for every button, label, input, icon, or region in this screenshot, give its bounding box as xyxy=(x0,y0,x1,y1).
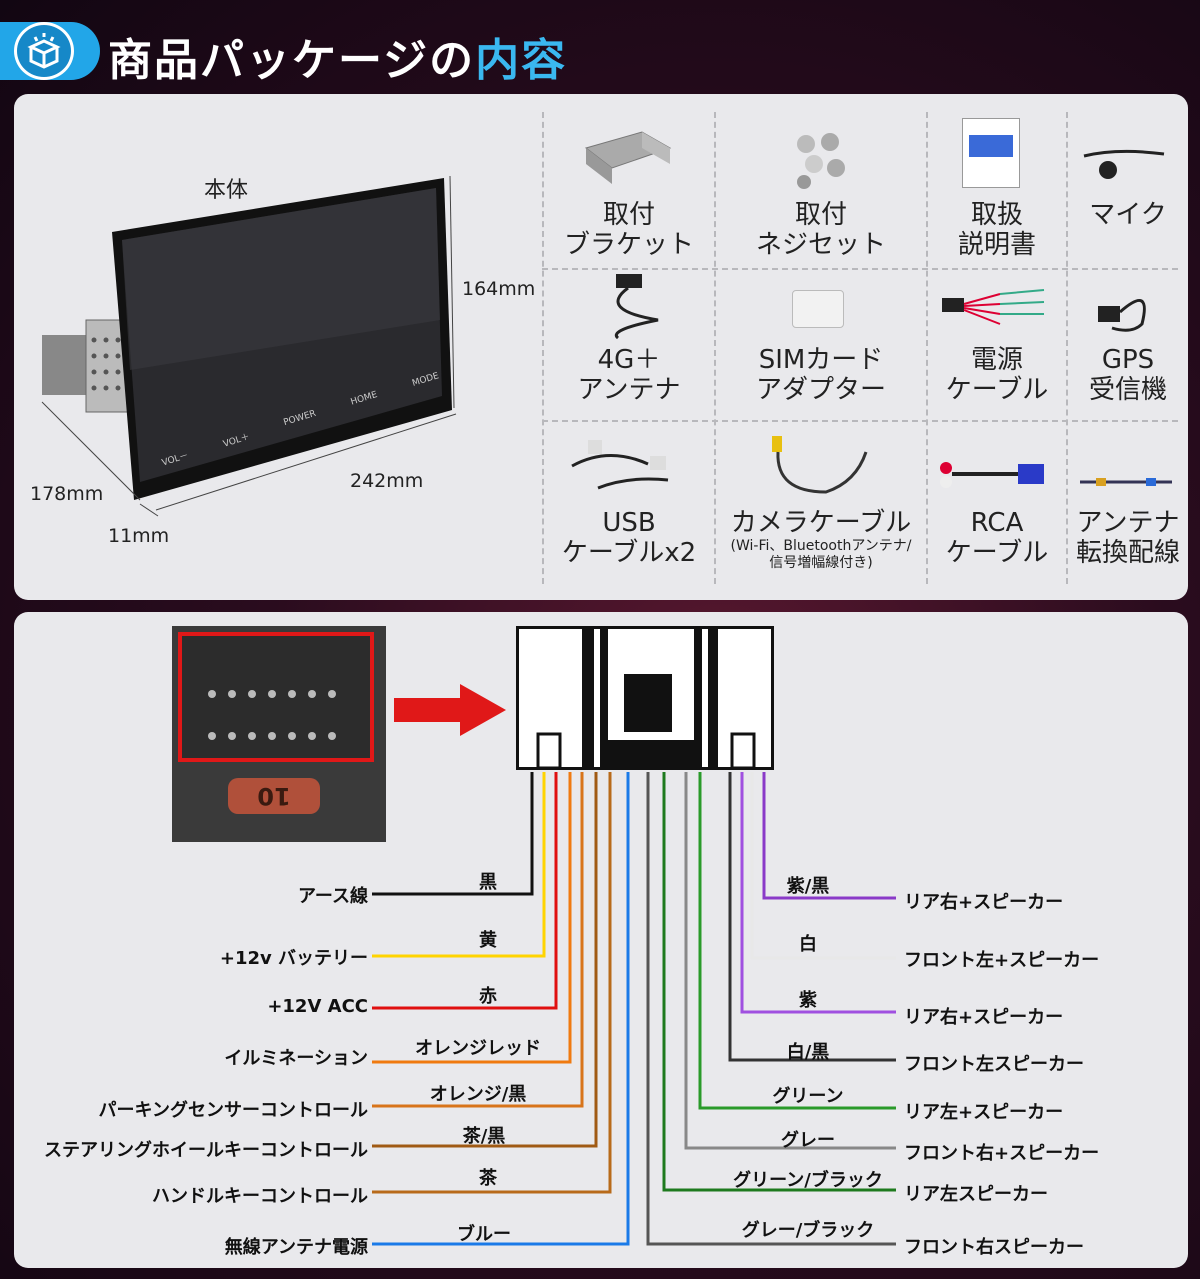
box-icon xyxy=(14,22,74,80)
item-sublabel: (Wi-Fi、Bluetoothアンテナ/ 信号増幅線付き) xyxy=(730,538,912,571)
grid-divider xyxy=(926,112,928,584)
main-unit: VOL－ VOL＋ POWER HOME MODE xyxy=(30,170,550,560)
wire-function-label: パーキングセンサーコントロール xyxy=(98,1100,368,1121)
wire-color-label: 茶 xyxy=(479,1168,497,1189)
wire-color-label: グリーン xyxy=(772,1086,844,1107)
microphone-icon xyxy=(1078,144,1168,188)
wire-right xyxy=(698,772,896,1110)
wire-color-label: 茶/黒 xyxy=(462,1126,506,1147)
grid-divider xyxy=(542,112,544,584)
wire-color-label: オレンジレッド xyxy=(415,1038,541,1059)
wire-left xyxy=(372,772,612,1194)
connector-highlight xyxy=(178,632,374,762)
manual-icon xyxy=(962,118,1020,188)
item-label: 取付 ネジセット xyxy=(755,200,886,260)
wire-left xyxy=(372,772,598,1148)
wire-right xyxy=(762,772,896,900)
grid-divider xyxy=(542,268,1178,270)
item-label: GPS 受信機 xyxy=(1088,345,1167,405)
wire-color-label: 白 xyxy=(799,934,817,955)
item-label: 取扱 説明書 xyxy=(957,200,1036,260)
wire-function-label: ハンドルキーコントロール xyxy=(152,1186,368,1207)
wire-function-label: リア右+スピーカー xyxy=(904,1007,1064,1028)
wire-right xyxy=(646,772,896,1246)
wire-color-label: グレー xyxy=(781,1130,835,1151)
item-label: SIMカード アダプター xyxy=(755,345,886,405)
wire-right xyxy=(684,772,896,1150)
item-label: USB ケーブルx2 xyxy=(561,508,697,568)
wire-function-label: フロント左+スピーカー xyxy=(904,950,1100,971)
wire-left xyxy=(372,772,584,1108)
wire-right xyxy=(662,772,896,1192)
wire-function-label: 無線アンテナ電源 xyxy=(224,1237,368,1258)
wire-function-label: +12v バッテリー xyxy=(219,948,368,969)
wire-left xyxy=(372,772,630,1246)
grid-divider xyxy=(1066,112,1068,584)
screws-icon xyxy=(790,130,854,194)
antenna-adapter-icon xyxy=(1076,470,1176,498)
wire-color-label: ブルー xyxy=(457,1224,511,1245)
dim-width: 242mm xyxy=(350,470,424,492)
wire-left xyxy=(372,772,534,896)
wire-color-label: 赤 xyxy=(479,986,497,1007)
wire-function-label: フロント左スピーカー xyxy=(904,1054,1084,1075)
item-label: マイク xyxy=(1089,200,1167,230)
wire-color-label: 白/黒 xyxy=(786,1042,830,1063)
wire-right xyxy=(740,772,896,1014)
wire-left xyxy=(372,772,558,1010)
wire-color-label: グレー/ブラック xyxy=(741,1220,875,1241)
wire-color-label: 紫 xyxy=(799,990,817,1011)
wire-right xyxy=(750,772,896,960)
item-label: アンテナ 転換配線 xyxy=(1075,508,1180,568)
dim-depth: 178mm xyxy=(30,483,104,505)
wire-function-label: リア左スピーカー xyxy=(904,1184,1048,1205)
wire-function-label: リア右+スピーカー xyxy=(904,892,1064,913)
power-cable-icon xyxy=(940,284,1050,338)
wire-function-label: ステアリングホイールキーコントロール xyxy=(44,1140,368,1161)
page-title: 商品パッケージの内容 xyxy=(108,35,568,86)
wire-color-label: グリーン/ブラック xyxy=(733,1170,883,1191)
wire-left xyxy=(372,772,546,958)
wire-function-label: +12V ACC xyxy=(267,996,368,1017)
item-label: 取付 ブラケット xyxy=(563,200,694,260)
gps-icon xyxy=(1092,284,1162,338)
wire-color-label: オレンジ/黒 xyxy=(429,1084,527,1105)
item-label: 電源 ケーブル xyxy=(945,345,1049,405)
camera-cable-icon xyxy=(766,432,876,502)
left-wire-labels: アース線 +12v バッテリー +12V ACC イルミネーション パーキングセ… xyxy=(0,0,368,1279)
wire-function-label: アース線 xyxy=(297,886,368,907)
antenna-icon xyxy=(588,270,678,344)
dim-height: 164mm xyxy=(462,278,536,300)
grid-divider xyxy=(714,112,716,584)
connector-diagram xyxy=(516,626,774,770)
arrow-right-icon xyxy=(394,680,510,744)
wire-left xyxy=(372,772,572,1064)
sim-adapter-icon xyxy=(792,290,844,328)
usb-cable-icon xyxy=(568,436,678,500)
wire-right xyxy=(728,772,896,1062)
dim-thickness: 11mm xyxy=(108,525,170,547)
wire-function-label: リア左+スピーカー xyxy=(904,1102,1064,1123)
item-label: カメラケーブル xyxy=(730,508,912,538)
wire-color-label: 黄 xyxy=(479,930,497,951)
rca-cable-icon xyxy=(938,458,1058,502)
wire-function-label: フロント右スピーカー xyxy=(904,1237,1084,1258)
connector-photo: 10 xyxy=(172,626,386,842)
header: 商品パッケージの内容 xyxy=(0,0,1200,90)
item-label: 4G＋ アンテナ xyxy=(577,345,681,405)
bracket-icon xyxy=(582,128,674,192)
grid-divider xyxy=(542,420,1178,422)
wire-function-label: フロント右+スピーカー xyxy=(904,1143,1100,1164)
wire-function-label: イルミネーション xyxy=(224,1048,368,1069)
wire-color-label: 紫/黒 xyxy=(786,876,830,897)
item-label: RCA ケーブル xyxy=(945,508,1049,568)
main-unit-label: 本体 xyxy=(204,178,249,203)
wire-color-label: 黒 xyxy=(479,872,497,893)
